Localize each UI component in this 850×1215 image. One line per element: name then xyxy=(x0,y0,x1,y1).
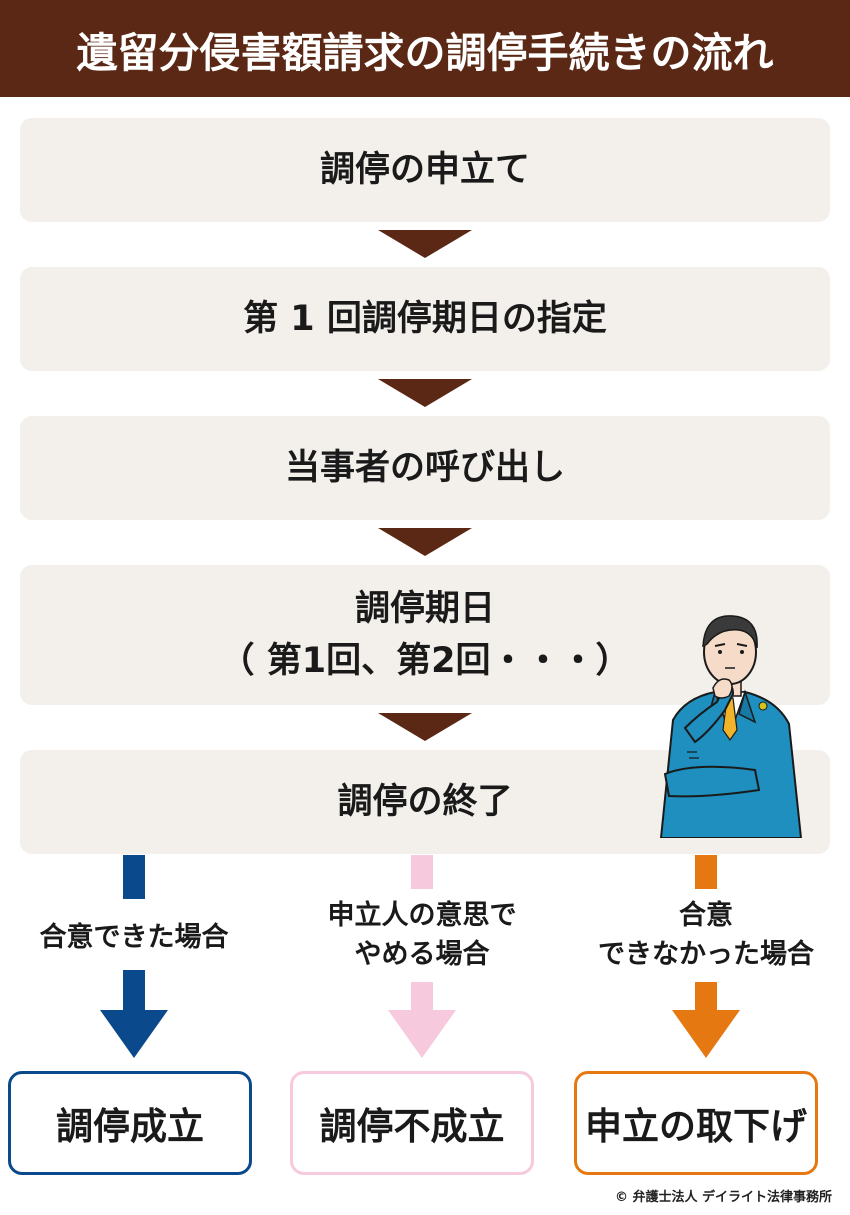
thinking-businessman-icon xyxy=(659,615,803,838)
branch-label-line: できなかった場合 xyxy=(598,939,814,971)
step-party-summons: 当事者の呼び出し xyxy=(20,416,830,520)
branch-arrow-shaft-no-agreement xyxy=(695,982,717,1012)
branch-arrow-shaft-no-agreement xyxy=(695,855,717,889)
branch-arrow-shaft-withdrawal-intent xyxy=(411,855,433,889)
branch-arrow-shaft-agreement xyxy=(123,970,145,1012)
flow-arrow-down xyxy=(378,230,472,258)
branch-arrow-head-no-agreement xyxy=(672,1010,740,1058)
result-application-withdrawal: 申立の取下げ xyxy=(574,1071,818,1175)
branch-arrow-head-withdrawal-intent xyxy=(388,1010,456,1058)
branch-arrow-head-agreement xyxy=(100,1010,168,1058)
flow-arrow-down xyxy=(378,379,472,407)
branch-arrow-shaft-withdrawal-intent xyxy=(411,982,433,1012)
step-label: 調停の申立て xyxy=(319,149,530,190)
branch-label-withdrawal-intent: 申立人の意思で やめる場合 xyxy=(288,896,556,974)
step-label: 調停期日 xyxy=(354,588,495,629)
result-mediation-success: 調停成立 xyxy=(8,1071,252,1175)
result-label: 申立の取下げ xyxy=(585,1105,807,1148)
step-label: 調停の終了 xyxy=(337,781,513,822)
step-mediation-dates: 調停期日 （ 第1回、第2回・・・） xyxy=(20,565,830,705)
step-label: 第 1 回調停期日の指定 xyxy=(243,298,607,339)
result-label: 調停成立 xyxy=(56,1105,204,1148)
branch-label-line: やめる場合 xyxy=(354,939,490,971)
step-mediation-filing: 調停の申立て xyxy=(20,118,830,222)
page-title: 遺留分侵害額請求の調停手続きの流れ xyxy=(76,28,774,77)
branch-label-line: 申立人の意思で xyxy=(327,900,517,931)
result-mediation-failure: 調停不成立 xyxy=(290,1071,534,1175)
step-sublabel: （ 第1回、第2回・・・） xyxy=(219,641,631,681)
branch-label-line: 合意 xyxy=(679,900,733,931)
branch-label-no-agreement: 合意 できなかった場合 xyxy=(572,896,840,974)
result-label: 調停不成立 xyxy=(319,1105,505,1148)
flow-arrow-down xyxy=(378,713,472,741)
copyright-notice: © 弁護士法人 デイライト法律事務所 xyxy=(614,1190,832,1205)
branch-label-agreement: 合意できた場合 xyxy=(0,918,268,957)
flow-arrow-down xyxy=(378,528,472,556)
branch-arrow-shaft-agreement xyxy=(123,855,145,899)
branch-label-text: 合意できた場合 xyxy=(39,922,229,953)
header-banner: 遺留分侵害額請求の調停手続きの流れ xyxy=(0,0,850,97)
step-label: 当事者の呼び出し xyxy=(284,447,565,488)
step-first-date-designation: 第 1 回調停期日の指定 xyxy=(20,267,830,371)
